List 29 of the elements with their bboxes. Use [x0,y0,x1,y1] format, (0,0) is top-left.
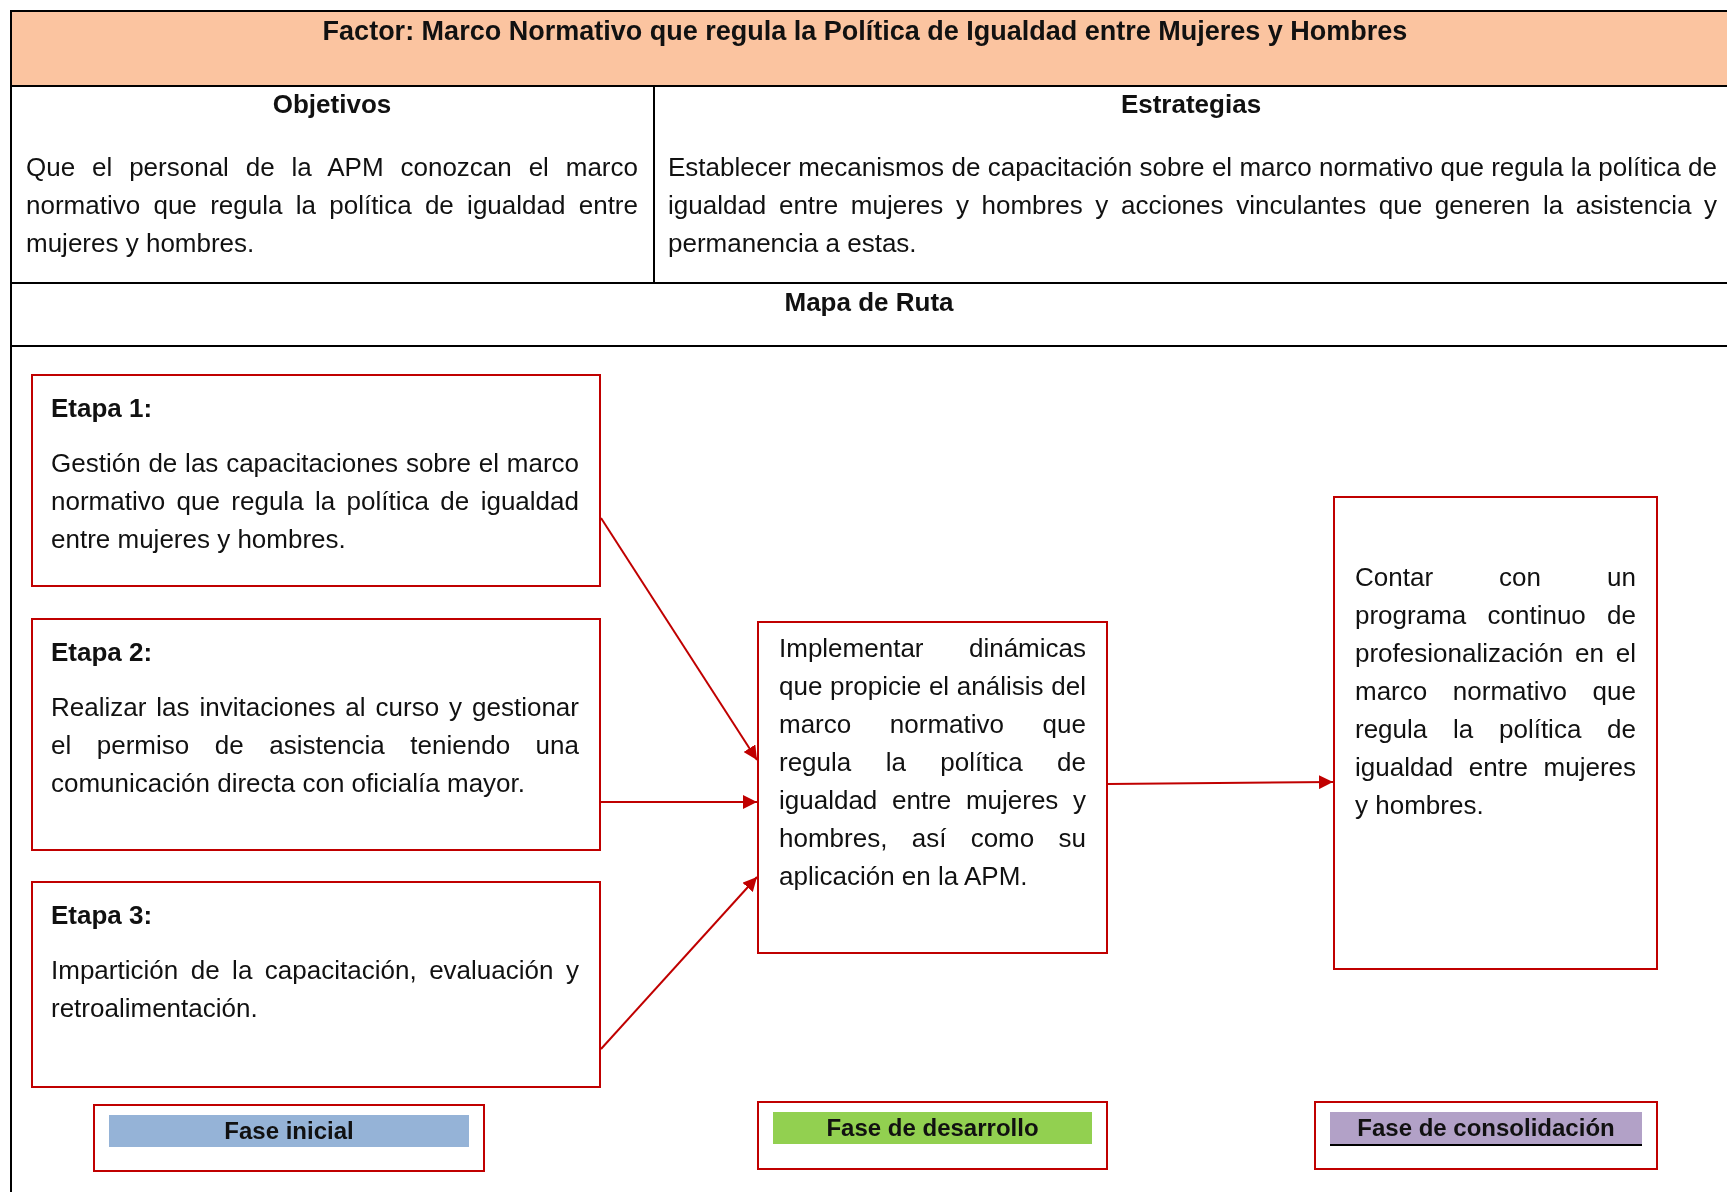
phase-label: Fase de consolidación [1330,1112,1642,1146]
stage-box [31,881,601,1088]
stage-box [31,618,601,851]
result-text: Contar con un programa continuo de profesionalización en el marco normativo que regula la política de igualdad entre mujeres y hombres. [1355,561,1636,822]
process-text: Implementar dinámicas que propicie el análisis del marco normativo que regula la política de igualdad entre mujeres y hombres, así como su aplicación en la APM. [779,632,1086,893]
phase-box [757,1101,1108,1170]
stage-heading: Etapa 3: [51,899,154,931]
column-header: Estrategias [1119,88,1263,120]
stage-text: Impartición de la capacitación, evaluación y retroalimentación. [51,954,579,1025]
arrow [600,876,758,1050]
stage-heading: Etapa 2: [51,636,154,668]
stage-box [31,374,601,587]
arrow [1107,775,1334,790]
section-heading: Mapa de Ruta [783,286,955,318]
result-box [1333,496,1658,970]
objective-text: Que el personal de la APM conozcan el marco normativo que regula la política de igualdad entre mujeres y hombres. [26,151,638,260]
title: Factor: Marco Normativo que regula la Política de Igualdad entre Mujeres y Hombres [321,15,1409,48]
phase-box [93,1104,485,1172]
stage-text: Realizar las invitaciones al curso y gestionar el permiso de asistencia teniendo una comunicación directa con oficialía mayor. [51,691,579,800]
phase-box [1314,1101,1658,1170]
arrow [600,795,758,809]
stage-heading: Etapa 1: [51,392,154,424]
strategy-text: Establecer mecanismos de capacitación sobre el marco normativo que regula la política de igualdad entre mujeres y hombres y acciones vinculantes que generen la asistencia y permanencia a estas. [668,151,1717,260]
arrow [600,517,758,761]
stage-text: Gestión de las capacitaciones sobre el marco normativo que regula la política de igualdad entre mujeres y hombres. [51,447,579,556]
phase-label: Fase de desarrollo [773,1112,1092,1144]
phase-label: Fase inicial [109,1115,469,1147]
process-box [757,621,1108,954]
column-header: Objetivos [271,88,393,120]
